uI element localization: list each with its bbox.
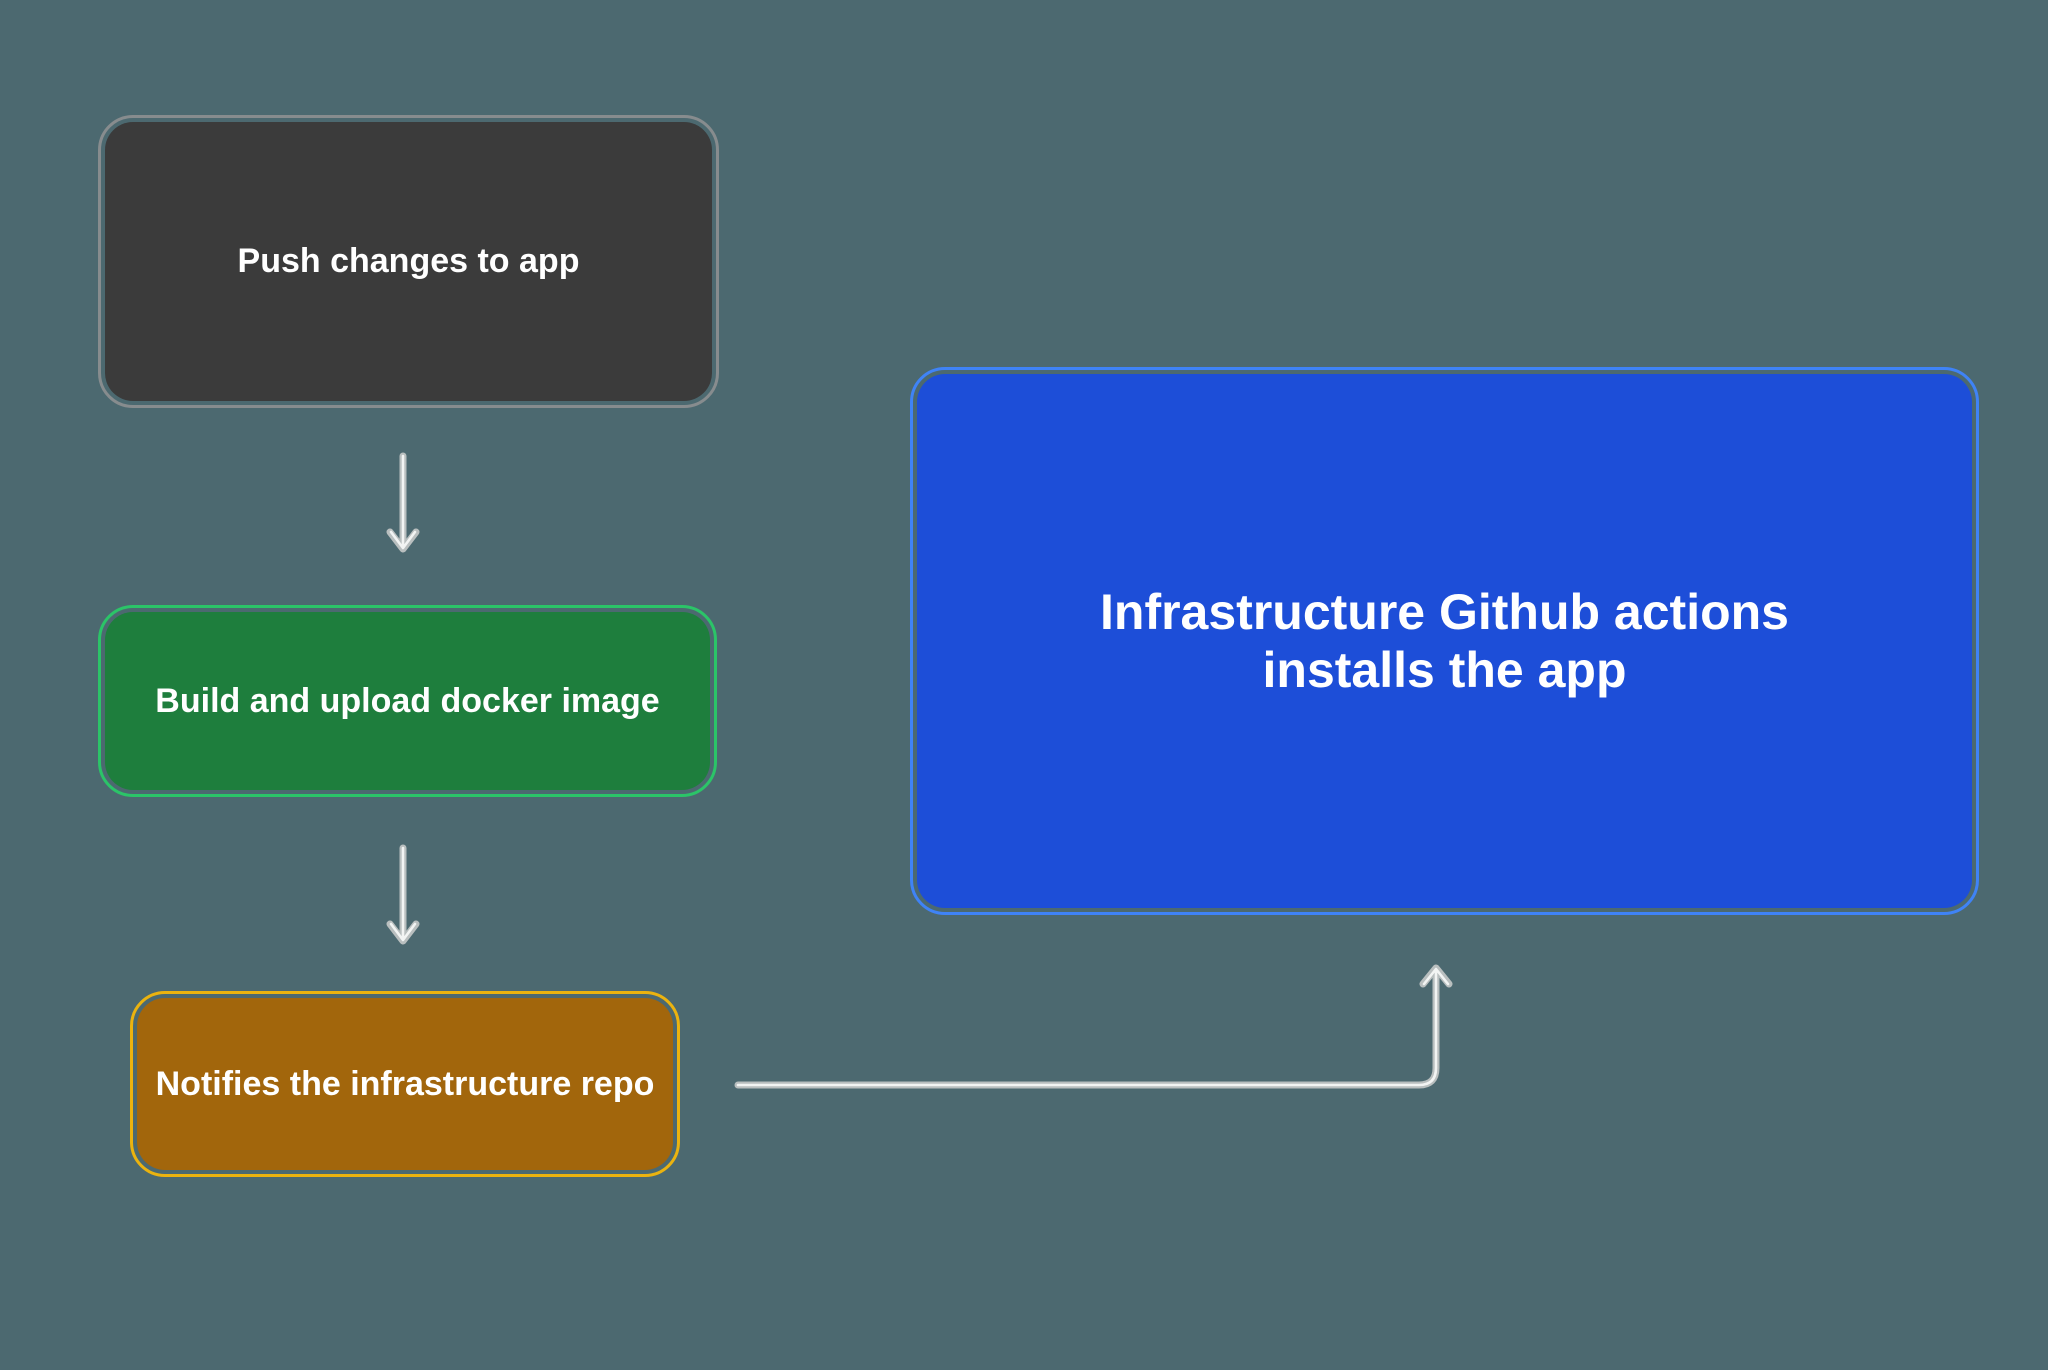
connector-push-to-build (386, 452, 420, 553)
node-build-upload: Build and upload docker image (98, 605, 717, 797)
node-build-upload-label: Build and upload docker image (155, 681, 660, 720)
connector-build-to-notify (386, 844, 420, 945)
connector-notify-to-infra (734, 964, 1453, 1089)
node-push-changes-label: Push changes to app (237, 242, 580, 280)
node-push-changes: Push changes to app (98, 115, 719, 408)
node-infra-actions: Infrastructure Github actions installs t… (910, 367, 1979, 915)
node-infra-actions-label: Infrastructure Github actions installs t… (1100, 584, 1789, 698)
node-notify-infra-label: Notifies the infrastructure repo (155, 1064, 655, 1103)
node-notify-infra: Notifies the infrastructure repo (130, 991, 680, 1177)
